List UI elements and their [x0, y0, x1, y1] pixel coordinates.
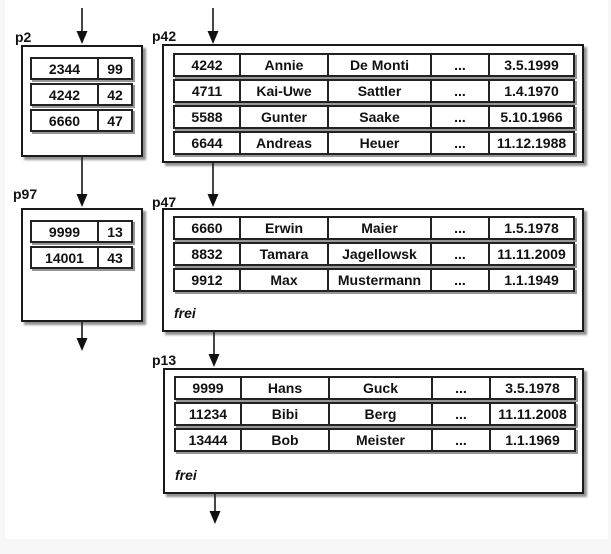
- lastname-cell: Maier: [327, 218, 430, 238]
- firstname-cell: Annie: [239, 55, 327, 75]
- data-page-box-p42: 4242 Annie De Monti ... 3.5.1999 4711 Ka…: [162, 44, 584, 163]
- page-margin-bottom: [0, 539, 611, 554]
- index-page-box-p97: 9999 13 14001 43: [21, 208, 143, 322]
- date-cell: 1.1.1969: [489, 430, 574, 450]
- date-cell: 1.1.1949: [488, 270, 573, 290]
- id-cell: 5588: [191, 109, 223, 125]
- date-cell: 3.5.1978: [489, 378, 574, 398]
- ellipsis-cell: ...: [431, 404, 489, 424]
- arrow-p2-to-p97: [76, 156, 88, 207]
- date-cell: 11.11.2008: [489, 404, 574, 424]
- firstname-cell: Max: [239, 270, 327, 290]
- arrow-p97-out: [76, 321, 88, 351]
- index-pointer-cell: 99: [97, 59, 131, 78]
- ellipsis-cell: ...: [430, 81, 488, 101]
- id-cell: 6644: [191, 135, 223, 151]
- page-margin-right: [608, 0, 611, 554]
- record-row: 6660 Erwin Maier ... 1.5.1978: [173, 216, 575, 240]
- ellipsis-cell: ...: [430, 244, 488, 264]
- lastname-cell: Sattler: [327, 81, 430, 101]
- date-cell: 11.12.1988: [488, 133, 573, 153]
- index-pointer-cell: 47: [97, 111, 131, 130]
- ellipsis-cell: ...: [430, 270, 488, 290]
- ellipsis-cell: ...: [430, 133, 488, 153]
- arrow-into-p2: [76, 8, 88, 44]
- ellipsis-cell: ...: [431, 430, 489, 450]
- firstname-cell: Andreas: [239, 133, 327, 153]
- firstname-cell: Erwin: [239, 218, 327, 238]
- id-cell: 9912: [191, 272, 223, 288]
- record-row: 4711 Kai-Uwe Sattler ... 1.4.1970: [173, 79, 575, 103]
- firstname-cell: Gunter: [239, 107, 327, 127]
- record-row: 4242 Annie De Monti ... 3.5.1999: [173, 53, 575, 77]
- index-row: 6660 47: [30, 109, 133, 132]
- free-space-label: frei: [174, 305, 196, 321]
- page-margin-left: [0, 0, 5, 554]
- id-cell: 9999: [192, 380, 224, 396]
- lastname-cell: Mustermann: [327, 270, 430, 290]
- index-key-cell: 4242: [48, 86, 81, 103]
- firstname-cell: Kai-Uwe: [239, 81, 327, 101]
- record-row: 9912 Max Mustermann ... 1.1.1949: [173, 268, 575, 292]
- ellipsis-cell: ...: [430, 55, 488, 75]
- date-cell: 1.4.1970: [488, 81, 573, 101]
- id-cell: 13444: [188, 432, 228, 448]
- record-row: 11234 Bibi Berg ... 11.11.2008: [174, 402, 576, 426]
- date-cell: 3.5.1999: [488, 55, 573, 75]
- index-key-cell: 14001: [45, 249, 84, 266]
- firstname-cell: Hans: [240, 378, 328, 398]
- index-row: 4242 42: [30, 83, 133, 106]
- record-row: 5588 Gunter Saake ... 5.10.1966: [173, 105, 575, 129]
- index-key-cell: 6660: [48, 112, 81, 129]
- record-row: 9999 Hans Guck ... 3.5.1978: [174, 376, 576, 400]
- index-key-cell: 9999: [48, 223, 81, 240]
- page-label-p47: p47: [152, 194, 177, 210]
- date-cell: 1.5.1978: [488, 218, 573, 238]
- record-row: 8832 Tamara Jagellowsk ... 11.11.2009: [173, 242, 575, 266]
- ellipsis-cell: ...: [431, 378, 489, 398]
- index-pointer-cell: 13: [97, 222, 131, 241]
- page-label-p42: p42: [152, 28, 177, 44]
- index-pointer-cell: 43: [97, 248, 131, 267]
- free-space-label: frei: [175, 467, 197, 483]
- lastname-cell: De Monti: [327, 55, 430, 75]
- date-cell: 11.11.2009: [488, 244, 573, 264]
- date-cell: 5.10.1966: [488, 107, 573, 127]
- lastname-cell: Meister: [328, 430, 431, 450]
- page-label-p13: p13: [152, 352, 177, 368]
- ellipsis-cell: ...: [430, 107, 488, 127]
- arrow-p13-out: [209, 493, 221, 524]
- lastname-cell: Saake: [327, 107, 430, 127]
- lastname-cell: Guck: [328, 378, 431, 398]
- ellipsis-cell: ...: [430, 218, 488, 238]
- index-row: 14001 43: [30, 246, 133, 269]
- index-pointer-cell: 42: [97, 85, 131, 104]
- data-page-box-p13: 9999 Hans Guck ... 3.5.1978 11234 Bibi B…: [163, 368, 584, 494]
- data-page-box-p47: 6660 Erwin Maier ... 1.5.1978 8832 Tamar…: [162, 208, 584, 332]
- record-row: 13444 Bob Meister ... 1.1.1969: [174, 428, 576, 452]
- id-cell: 8832: [191, 246, 223, 262]
- arrow-p42-to-p47: [207, 162, 219, 207]
- index-row: 2344 99: [30, 57, 133, 80]
- id-cell: 11234: [188, 406, 228, 422]
- index-page-box-p2: 2344 99 4242 42 6660 47: [21, 45, 143, 157]
- arrow-into-p42: [207, 8, 219, 44]
- page-label-p97: p97: [13, 186, 38, 202]
- arrow-p47-to-p13: [208, 331, 220, 367]
- firstname-cell: Tamara: [239, 244, 327, 264]
- firstname-cell: Bob: [240, 430, 328, 450]
- firstname-cell: Bibi: [240, 404, 328, 424]
- index-key-cell: 2344: [48, 60, 81, 77]
- record-row: 6644 Andreas Heuer ... 11.12.1988: [173, 131, 575, 155]
- id-cell: 4711: [191, 83, 223, 99]
- lastname-cell: Heuer: [327, 133, 430, 153]
- id-cell: 6660: [191, 220, 223, 236]
- lastname-cell: Jagellowsk: [327, 244, 430, 264]
- lastname-cell: Berg: [328, 404, 431, 424]
- index-row: 9999 13: [30, 220, 133, 243]
- id-cell: 4242: [191, 57, 223, 73]
- page-label-p2: p2: [15, 29, 32, 45]
